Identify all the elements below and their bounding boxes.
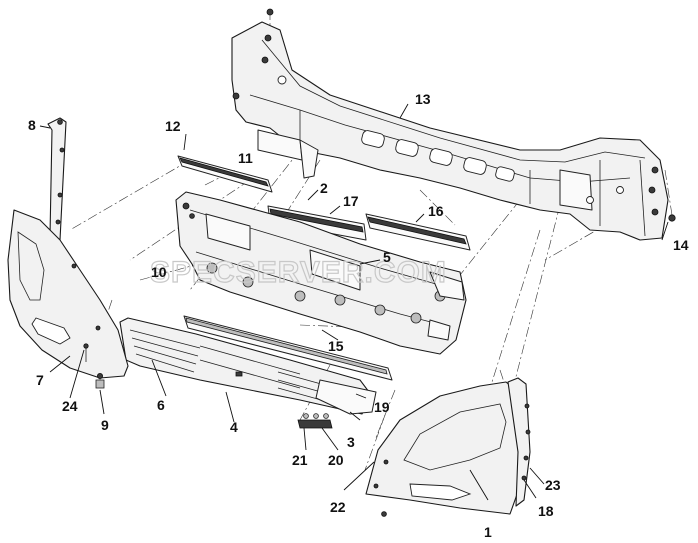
callout-12: 12 bbox=[165, 118, 181, 134]
callout-19: 19 bbox=[374, 399, 390, 415]
callout-22: 22 bbox=[330, 499, 346, 515]
callout-23: 23 bbox=[545, 477, 561, 493]
callout-4: 4 bbox=[230, 419, 238, 435]
callout-8: 8 bbox=[28, 117, 36, 133]
part-24-fastener bbox=[83, 343, 89, 362]
callout-13: 13 bbox=[415, 91, 431, 107]
part-16-right-trim-strip bbox=[365, 213, 471, 251]
part-9-fastener bbox=[95, 372, 105, 389]
part-11-upper-trim-strip bbox=[177, 155, 273, 193]
part-5-bumper-upper-body bbox=[175, 191, 467, 355]
part-18-right-bracket bbox=[507, 377, 531, 507]
callout-3: 3 bbox=[347, 434, 355, 450]
part-7-left-bumper-end-cap bbox=[7, 209, 129, 379]
callout-7: 7 bbox=[36, 372, 44, 388]
callout-21: 21 bbox=[292, 452, 308, 468]
part-15-lower-trim-bar bbox=[183, 315, 393, 381]
part-20-small-clip bbox=[297, 413, 333, 429]
callout-18: 18 bbox=[538, 503, 554, 519]
watermark-text: SPECSERVER.COM bbox=[150, 256, 447, 289]
callout-24: 24 bbox=[62, 398, 78, 414]
callout-10: 10 bbox=[151, 264, 167, 280]
callout-11: 11 bbox=[238, 150, 253, 166]
callout-5: 5 bbox=[383, 249, 391, 265]
callout-17: 17 bbox=[343, 193, 359, 209]
part-17-middle-trim-strip bbox=[267, 205, 367, 241]
callout-2: 2 bbox=[320, 180, 328, 196]
callout-labels: 12 11 8 13 2 17 16 14 5 10 15 7 6 19 24 … bbox=[28, 91, 689, 540]
callout-20: 20 bbox=[328, 452, 344, 468]
leader-lines bbox=[39, 103, 669, 501]
callout-9: 9 bbox=[101, 417, 109, 433]
part-13-front-frame bbox=[231, 8, 676, 241]
callout-15: 15 bbox=[328, 338, 344, 354]
callout-16: 16 bbox=[428, 203, 444, 219]
callout-14: 14 bbox=[673, 237, 689, 253]
callout-6: 6 bbox=[157, 397, 165, 413]
part-1-right-bumper-end-cap bbox=[365, 381, 525, 517]
part-19-grille-end-trim bbox=[315, 379, 377, 415]
callout-1: 1 bbox=[484, 524, 492, 540]
part-8-left-bracket bbox=[47, 117, 67, 241]
